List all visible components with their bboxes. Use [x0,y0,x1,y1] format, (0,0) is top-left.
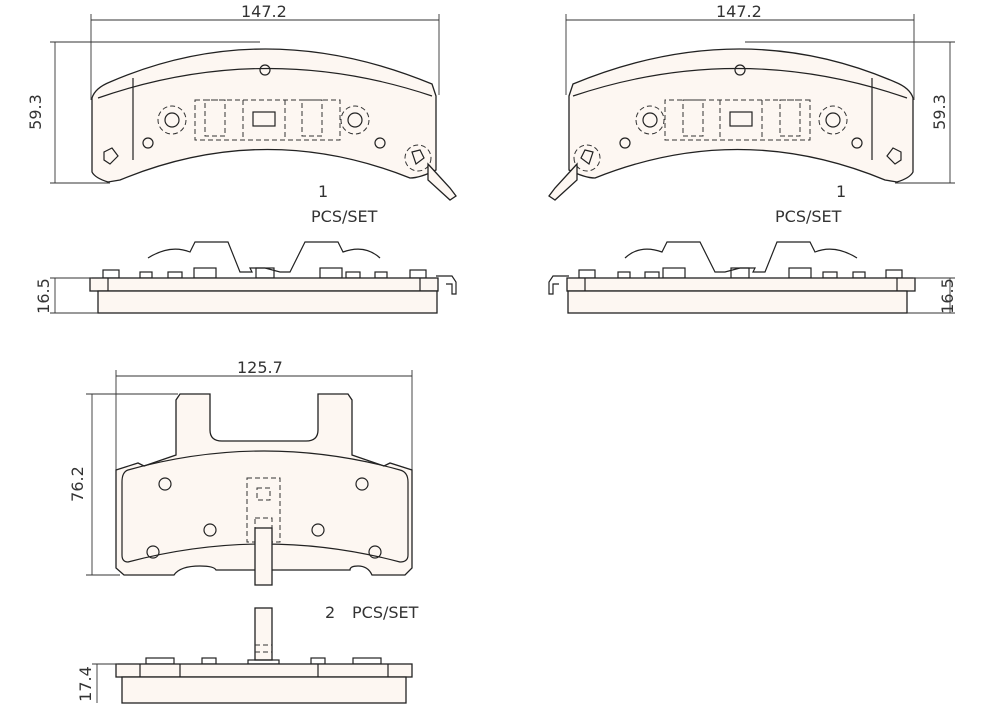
rear-pad-right [548,13,956,314]
front-pad-thickness-dim: 17.4 [75,666,95,702]
right-pad-thickness-dim: 16.5 [937,278,957,314]
left-pad-qty: 1 [318,182,329,201]
left-pad-qty-unit: PCS/SET [311,207,378,226]
front-pad [86,370,413,704]
right-pad-height-dim: 59.3 [929,94,949,130]
front-pad-qty-unit: PCS/SET [352,603,419,622]
right-pad-width-dim: 147.2 [716,2,762,21]
left-pad-width-dim: 147.2 [241,2,287,21]
front-pad-qty: 2 [325,603,336,622]
left-pad-thickness-dim: 16.5 [33,278,53,314]
rear-pad-left [49,13,457,314]
right-pad-qty: 1 [836,182,847,201]
front-pad-height-dim: 76.2 [67,466,87,502]
left-pad-height-dim: 59.3 [25,94,45,130]
front-pad-width-dim: 125.7 [237,358,283,377]
right-pad-qty-unit: PCS/SET [775,207,842,226]
